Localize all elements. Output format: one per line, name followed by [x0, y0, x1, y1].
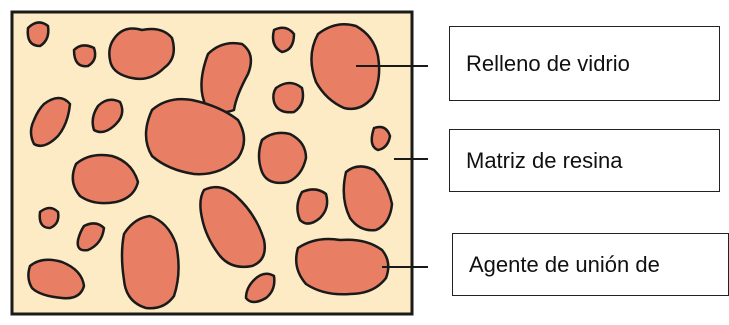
- filler-particle: [273, 83, 303, 112]
- filler-particle: [74, 45, 95, 66]
- filler-particle: [28, 22, 49, 46]
- filler-particle: [40, 208, 59, 228]
- filler-particle: [296, 239, 388, 294]
- filler-particle: [122, 216, 179, 308]
- label-coupling-agent: Agente de unión de: [452, 233, 729, 296]
- label-glass-filler-text: Relleno de vidrio: [466, 51, 630, 77]
- label-resin-matrix-text: Matriz de resina: [466, 148, 623, 174]
- label-resin-matrix: Matriz de resina: [449, 129, 720, 192]
- label-glass-filler: Relleno de vidrio: [449, 26, 720, 101]
- label-coupling-agent-text: Agente de unión de: [469, 252, 660, 278]
- filler-particle: [259, 133, 306, 183]
- filler-particle: [273, 28, 294, 52]
